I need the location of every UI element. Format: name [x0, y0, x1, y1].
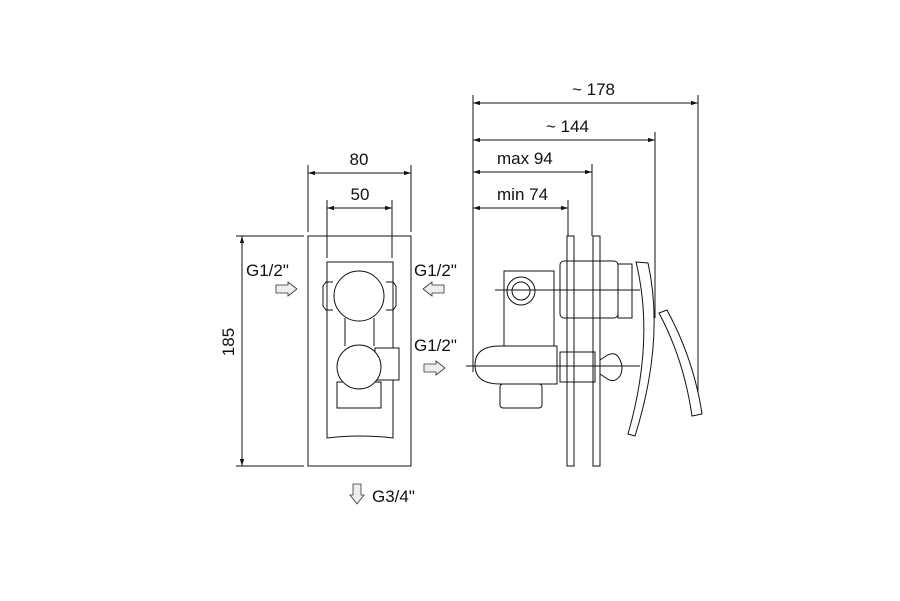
side-view: ~ 178 ~ 144 max 94 min 74	[466, 80, 703, 467]
outlet-side-label: G1/2"	[414, 336, 457, 355]
wall-plate-max	[592, 235, 601, 467]
front-view: 80 50 185 G1/2" G1/2" G1/2" G3/4"	[219, 150, 457, 506]
dim-185-label: 185	[219, 328, 238, 356]
upper-valve-circle	[333, 270, 385, 322]
wall-plate-min	[566, 235, 575, 467]
dim-178-label: ~ 178	[572, 80, 615, 99]
dim-80-label: 80	[350, 150, 369, 169]
lower-valve-circle	[336, 344, 382, 390]
arrow-down-icon	[349, 483, 365, 505]
arrow-right-icon	[423, 360, 446, 376]
inlet-left-label: G1/2"	[246, 261, 289, 280]
body-outline	[326, 261, 394, 439]
dim-74-label: min 74	[497, 185, 548, 204]
lever-handle	[627, 261, 655, 437]
dim-50-label: 50	[351, 185, 370, 204]
inlet-right-label: G1/2"	[414, 261, 457, 280]
outlet-bottom-label: G3/4"	[372, 487, 415, 506]
lever-handle-break	[658, 309, 703, 417]
dim-94-label: max 94	[497, 149, 553, 168]
arrow-right-icon	[275, 281, 298, 297]
dim-144-label: ~ 144	[546, 117, 589, 136]
cover-plate	[307, 235, 412, 467]
arrow-left-icon	[422, 281, 445, 297]
